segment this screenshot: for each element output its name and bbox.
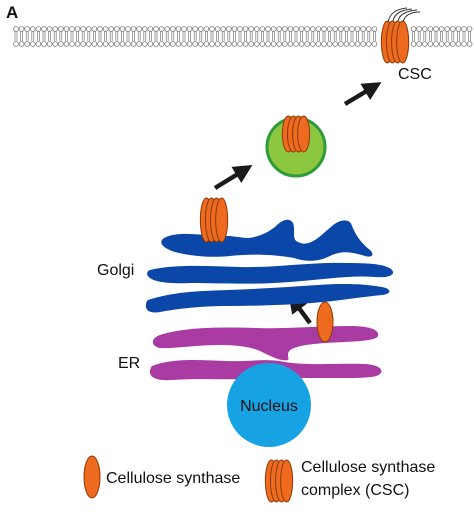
- er-label: ER: [118, 355, 140, 372]
- nucleus-label: Nucleus: [240, 398, 298, 415]
- golgi-cisterna-top: [161, 219, 373, 261]
- golgi-cisterna-middle: [147, 262, 394, 284]
- er-upper-sheet: [152, 326, 379, 361]
- csc-label: CSC: [398, 66, 432, 83]
- cellulose-microfibrils: [387, 7, 421, 23]
- golgi-apparatus: [145, 219, 394, 313]
- legend-synthase-icon: [83, 455, 101, 499]
- nucleus: [227, 363, 311, 447]
- csc-in-vesicle: [281, 115, 311, 153]
- legend-synthase-label: Cellulose synthase: [106, 470, 240, 487]
- golgi-cisterna-bottom: [145, 284, 390, 313]
- csc-on-golgi: [199, 197, 229, 243]
- legend-csc-label-line1: Cellulose synthase: [301, 459, 435, 476]
- arrow-golgi-to-vesicle: [213, 165, 253, 190]
- panel-label: A: [6, 3, 18, 22]
- plasma-membrane: [13, 26, 473, 47]
- arrow-vesicle-to-membrane: [343, 82, 382, 106]
- legend-csc-icon: [264, 459, 294, 503]
- legend-csc-label-line2: complex (CSC): [301, 482, 409, 499]
- csc-at-membrane: [380, 20, 410, 64]
- legend: Cellulose synthase Cellulose synthase co…: [83, 455, 435, 503]
- golgi-label: Golgi: [97, 262, 134, 279]
- cellulose-synthase-er: [316, 301, 334, 343]
